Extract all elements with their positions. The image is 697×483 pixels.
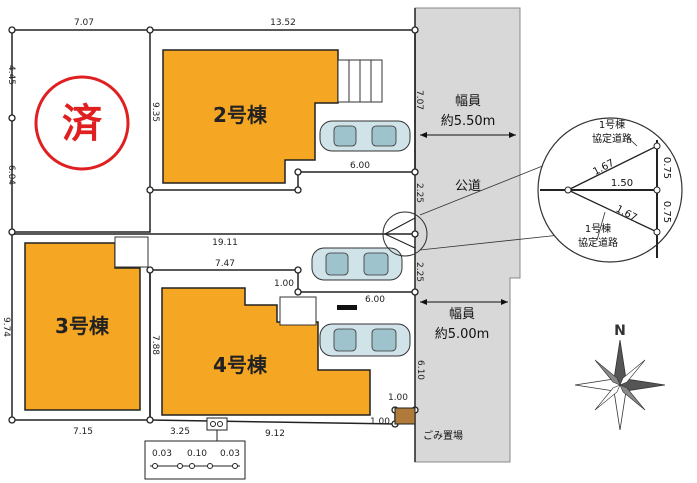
dim-bottom-left: 7.15 <box>73 427 93 437</box>
compass-north-label: N <box>614 323 626 339</box>
lot4-label: 4号棟 <box>213 353 268 377</box>
dim-top-right: 13.52 <box>270 18 296 28</box>
road-name: 公道 <box>455 179 481 194</box>
sold-stamp: 済 <box>34 75 130 171</box>
garbage-area-label: ごみ置場 <box>423 429 463 442</box>
dim-gomi-top: 1.00 <box>388 393 408 403</box>
inset-b: 0.10 <box>187 449 207 459</box>
detail-r-upper: 0.75 <box>661 157 672 179</box>
dim-bottom-mid: 3.25 <box>170 427 190 437</box>
corner-chamfer <box>384 217 416 235</box>
detail-top-1: 1号棟 <box>599 118 625 131</box>
road-width-top-title: 幅員 <box>455 94 481 109</box>
car-lot2 <box>319 120 411 152</box>
corner-detail: 1号棟 協定道路 1.67 1.50 1.67 0.75 0.75 1号棟 協定… <box>537 117 683 263</box>
drain-mark <box>337 305 357 310</box>
arrow-left-bottom <box>420 299 427 305</box>
arrow-left-top <box>420 132 427 138</box>
lot2-label: 2号棟 <box>213 103 268 127</box>
dim-gomi-left: 1.00 <box>370 417 390 427</box>
dim-bottom-right: 9.12 <box>265 429 285 439</box>
dim-lot4-right: 6.00 <box>365 295 385 305</box>
dim-east-mid: 2.25 <box>414 183 424 203</box>
lot3-label: 3号棟 <box>55 314 110 338</box>
property-lines <box>11 29 416 425</box>
car-access <box>311 247 403 281</box>
lot4-porch <box>279 296 317 326</box>
dim-lot4-step: 1.00 <box>274 279 294 289</box>
dim-east-mid2: 2.25 <box>414 262 424 282</box>
compass-rose: N <box>574 323 666 431</box>
detail-bottom-1: 1号棟 <box>585 222 611 235</box>
arrow-right-top <box>509 132 516 138</box>
dim-lot2-bottom: 6.00 <box>350 161 370 171</box>
road-width-bottom-title: 幅員 <box>449 307 475 322</box>
dim-lot3-left: 9.74 <box>1 317 11 337</box>
detail-d-mid: 1.50 <box>611 178 633 189</box>
boundary-detail-inset: 0.03 0.10 0.03 <box>144 417 246 480</box>
corner-detail-marker <box>382 211 428 257</box>
dim-top-left: 7.07 <box>74 18 94 28</box>
corner-chamfer2 <box>384 233 416 249</box>
inset-c: 0.03 <box>220 449 240 459</box>
dim-left-upper: 4.45 <box>6 65 16 85</box>
lot4-building <box>161 287 371 416</box>
detail-leader-top <box>419 164 546 216</box>
public-road <box>414 7 521 463</box>
dim-east-upper: 7.07 <box>414 90 424 110</box>
car-lot4 <box>319 323 411 357</box>
detail-r-lower: 0.75 <box>661 201 672 223</box>
inset-a: 0.03 <box>152 449 172 459</box>
dim-east-lower: 6.10 <box>415 360 425 380</box>
dim-lot4-top: 7.47 <box>215 259 235 269</box>
detail-bottom-2: 協定道路 <box>578 236 618 249</box>
dim-left-lower: 6.04 <box>6 165 16 185</box>
dim-lot4-left: 7.88 <box>150 335 160 355</box>
dim-lot2-left: 9.35 <box>150 102 160 122</box>
garbage-area <box>394 407 416 425</box>
road-width-top: 約5.50m <box>441 114 496 129</box>
lot3-porch <box>114 236 149 268</box>
detail-top-2: 協定道路 <box>592 132 632 145</box>
arrow-right-bottom <box>501 299 508 305</box>
sold-stamp-text: 済 <box>62 101 103 147</box>
dim-mid-line: 19.11 <box>212 238 238 248</box>
detail-leader-bottom <box>419 234 561 251</box>
lot2-stairs <box>337 59 383 103</box>
road-width-bottom: 約5.00m <box>435 327 490 342</box>
